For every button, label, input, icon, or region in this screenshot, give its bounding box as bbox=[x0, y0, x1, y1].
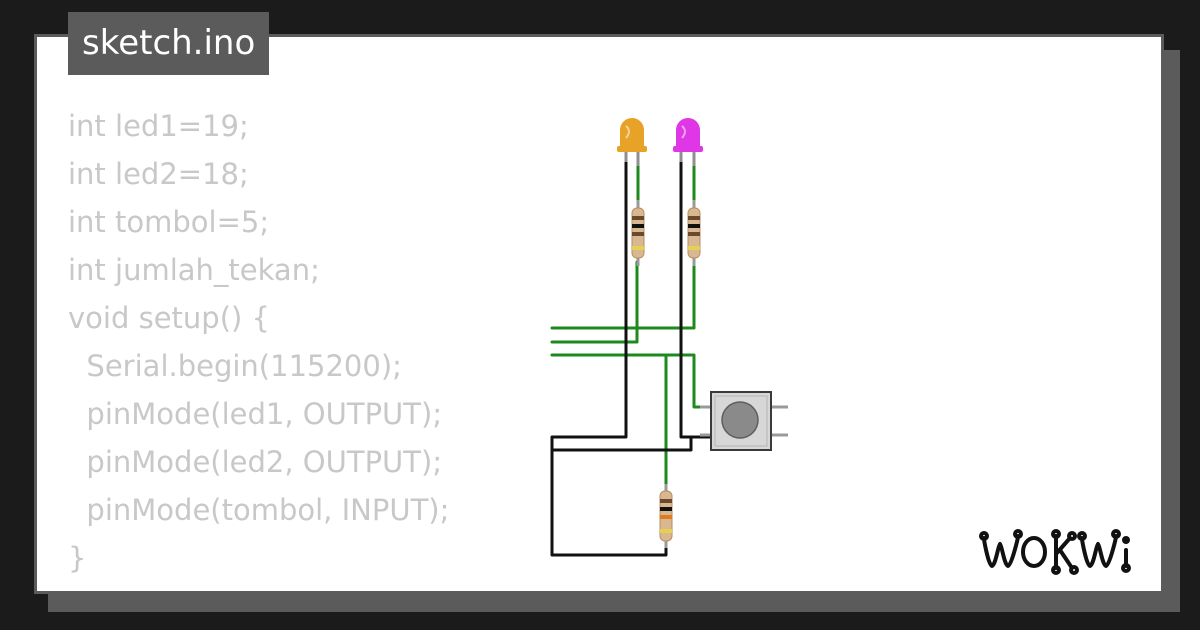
wire-green bbox=[550, 260, 639, 344]
wire-green bbox=[634, 353, 668, 494]
code-line: int led1=19; bbox=[68, 109, 249, 143]
led-2 bbox=[673, 118, 703, 166]
code-line: int led2=18; bbox=[68, 157, 249, 191]
code-line: pinMode(tombol, INPUT); bbox=[68, 493, 450, 527]
filename-tab: sketch.ino bbox=[68, 12, 270, 75]
code-line: pinMode(led2, OUTPUT); bbox=[68, 445, 443, 479]
preview-card bbox=[34, 34, 1164, 594]
wire-green bbox=[550, 353, 712, 409]
code-line: } bbox=[68, 541, 87, 575]
wire-black bbox=[550, 435, 693, 452]
code-listing: int led1=19; int led2=18; int tombol=5; … bbox=[68, 102, 449, 582]
pushbutton-cap bbox=[721, 401, 759, 439]
code-line: int tombol=5; bbox=[68, 205, 270, 239]
resistor-1 bbox=[631, 200, 645, 266]
filename-label: sketch.ino bbox=[82, 23, 256, 63]
wire-green bbox=[550, 260, 696, 330]
wire-black bbox=[679, 158, 712, 439]
led-1 bbox=[617, 118, 647, 166]
resistor-2 bbox=[687, 200, 701, 266]
code-line: int jumlah_tekan; bbox=[68, 253, 320, 287]
code-line: Serial.begin(115200); bbox=[68, 349, 402, 383]
code-line: void setup() { bbox=[68, 301, 270, 335]
wire-black bbox=[550, 158, 668, 557]
resistor-3 bbox=[659, 484, 673, 548]
code-line: pinMode(led1, OUTPUT); bbox=[68, 397, 443, 431]
pushbutton bbox=[700, 391, 788, 451]
wokwi-logo bbox=[979, 529, 1131, 575]
